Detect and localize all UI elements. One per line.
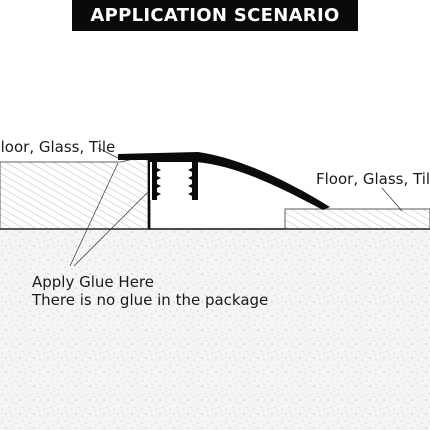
- left-floor-layer: [0, 155, 149, 230]
- glue-leader-2: [73, 191, 149, 267]
- left-surface-leader: [97, 147, 119, 159]
- profile-leg-right: [192, 162, 198, 200]
- profile-serrations: [157, 168, 192, 196]
- no-glue-note: There is no glue in the package: [31, 291, 268, 309]
- subfloor: [0, 229, 430, 430]
- right-surface-label: Floor, Glass, Tile: [316, 170, 430, 188]
- transition-profile: [118, 152, 330, 229]
- left-surface-label: Floor, Glass, Tile: [0, 138, 115, 156]
- apply-glue-label: Apply Glue Here: [32, 273, 154, 291]
- right-floor-layer: [284, 208, 430, 230]
- page-title: APPLICATION SCENARIO: [72, 0, 358, 31]
- glue-leader-1: [69, 162, 119, 267]
- right-surface-leader: [381, 187, 403, 212]
- profile-leg-left: [152, 162, 157, 200]
